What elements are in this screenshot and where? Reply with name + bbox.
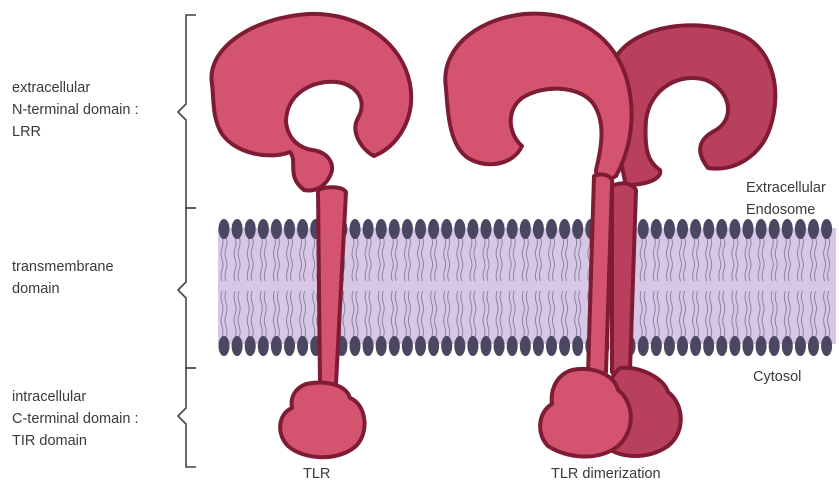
lipid-head [350, 219, 361, 239]
lipid-head [284, 219, 295, 239]
lipid-head [415, 336, 426, 356]
lipid-head [481, 219, 492, 239]
lipid-head [729, 219, 740, 239]
label-tlr: TLR [303, 463, 330, 485]
lipid-head [481, 336, 492, 356]
lipid-head [494, 219, 505, 239]
lrr-ectodomain-back [614, 25, 776, 186]
lipid-head [297, 219, 308, 239]
lipid-head [219, 336, 230, 356]
lipid-head [769, 219, 780, 239]
tir-domain [280, 383, 364, 458]
lipid-head [690, 219, 701, 239]
lipid-head [454, 336, 465, 356]
lipid-head [245, 219, 256, 239]
lipid-head [402, 336, 413, 356]
lipid-head [638, 219, 649, 239]
lipid-head [782, 219, 793, 239]
lipid-head [376, 219, 387, 239]
lipid-head [664, 336, 675, 356]
lipid-head [651, 219, 662, 239]
label-cytosol: Cytosol [753, 366, 801, 388]
lipid-head [467, 219, 478, 239]
lipid-head [389, 219, 400, 239]
lipid-head [743, 336, 754, 356]
lipid-head [638, 336, 649, 356]
lipid-bilayer-membrane [218, 219, 836, 356]
lipid-head [271, 219, 282, 239]
lipid-head [677, 336, 688, 356]
lipid-head [743, 219, 754, 239]
lipid-head [703, 336, 714, 356]
lipid-head [795, 336, 806, 356]
lipid-head [402, 219, 413, 239]
lipid-head [258, 219, 269, 239]
lipid-head [651, 336, 662, 356]
bracket-intracellular [178, 368, 196, 467]
lipid-head [232, 219, 243, 239]
lipid-head [559, 219, 570, 239]
lipid-head [533, 219, 544, 239]
lipid-head [546, 219, 557, 239]
lipid-head [494, 336, 505, 356]
lipid-head [441, 336, 452, 356]
lipid-head [559, 336, 570, 356]
lipid-head [769, 336, 780, 356]
lipid-head [821, 336, 832, 356]
lipid-head [245, 336, 256, 356]
lipid-head [507, 219, 518, 239]
lipid-head [808, 219, 819, 239]
lipid-head [795, 219, 806, 239]
lipid-head [716, 219, 727, 239]
lipid-head [808, 336, 819, 356]
lipid-head [821, 219, 832, 239]
lipid-head [363, 336, 374, 356]
label-extracellular-domain: extracellular N-terminal domain : LRR [12, 77, 139, 143]
lrr-ectodomain-front [445, 14, 631, 181]
lipid-head [520, 219, 531, 239]
lipid-head [507, 336, 518, 356]
lipid-head [297, 336, 308, 356]
lipid-head [782, 336, 793, 356]
lipid-head [533, 336, 544, 356]
lipid-head [756, 219, 767, 239]
lipid-head [454, 219, 465, 239]
lipid-head [363, 219, 374, 239]
label-extracellular-endosome: Extracellular Endosome [746, 177, 826, 221]
lipid-head [258, 336, 269, 356]
lipid-head [271, 336, 282, 356]
lipid-head [756, 336, 767, 356]
lipid-head [441, 219, 452, 239]
lipid-head [284, 336, 295, 356]
label-transmembrane-domain: transmembrane domain [12, 256, 114, 300]
lipid-head [690, 336, 701, 356]
lipid-head [716, 336, 727, 356]
domain-brackets [178, 15, 196, 467]
lipid-head [664, 219, 675, 239]
lipid-head [572, 336, 583, 356]
bracket-extracellular [178, 15, 196, 208]
lipid-head [520, 336, 531, 356]
lrr-ectodomain [211, 14, 411, 191]
lipid-head [677, 219, 688, 239]
transmembrane-helix-back [612, 183, 636, 376]
lipid-head [572, 219, 583, 239]
lipid-head [546, 336, 557, 356]
lipid-head [219, 219, 230, 239]
lipid-head [703, 219, 714, 239]
lipid-head [350, 336, 361, 356]
label-tlr-dimerization: TLR dimerization [551, 463, 661, 485]
lipid-head [467, 336, 478, 356]
bracket-transmembrane [178, 208, 196, 368]
transmembrane-helix-front [588, 174, 612, 378]
lipid-head [428, 219, 439, 239]
lipid-head [729, 336, 740, 356]
lipid-head [389, 336, 400, 356]
transmembrane-helix [318, 187, 346, 390]
lipid-head [376, 336, 387, 356]
lipid-head [428, 336, 439, 356]
lipid-head [415, 219, 426, 239]
label-intracellular-domain: intracellular C-terminal domain : TIR do… [12, 386, 139, 452]
lipid-head [232, 336, 243, 356]
